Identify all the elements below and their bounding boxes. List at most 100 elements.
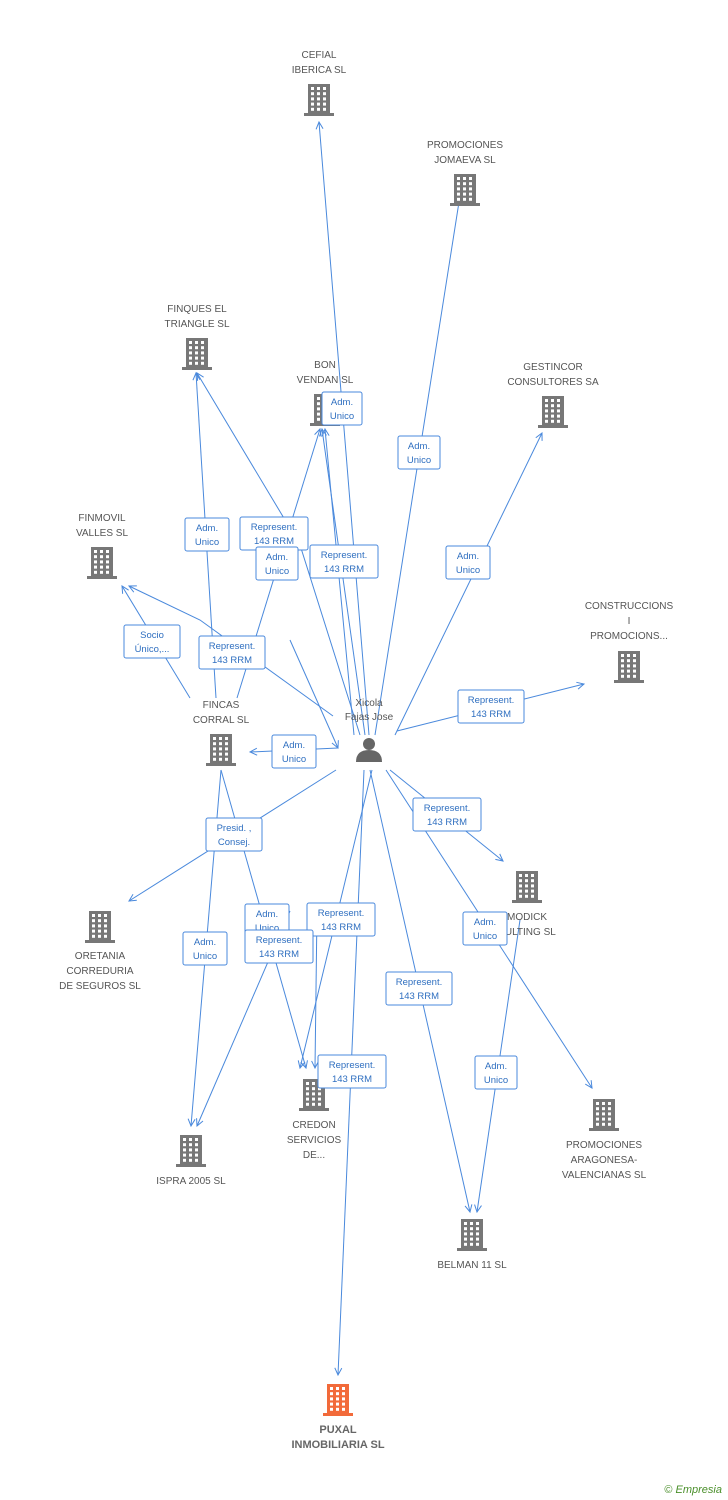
relation-label[interactable]: Adm. Unico — [462, 911, 508, 946]
relation-label[interactable]: Adm.Unico — [182, 931, 228, 966]
building-icon — [87, 547, 117, 579]
company-label: CORRAL SL — [193, 715, 250, 726]
edge-arrow — [585, 1080, 593, 1089]
edge-arrow — [127, 585, 137, 593]
relation-label-text: Adm. — [256, 909, 278, 920]
relation-label-text: Adm. — [194, 937, 216, 948]
company-label: FINMOVIL — [78, 513, 126, 524]
relation-label-text: Unico — [473, 931, 497, 942]
relation-label[interactable]: Adm. Unico — [184, 517, 230, 552]
edge-arrow — [321, 427, 330, 437]
relation-label-text: Único,... — [135, 644, 170, 655]
company-node-modick[interactable]: MODICK SULTING SL — [498, 871, 556, 938]
company-node-finmovil[interactable]: FINMOVIL VALLES SL — [76, 513, 129, 579]
building-icon — [176, 1135, 206, 1167]
relation-label[interactable]: Represent. 143 RRM — [244, 929, 314, 964]
relation-label-text: Adm. — [485, 1061, 507, 1072]
company-label: CONSULTORES SA — [507, 377, 599, 388]
edge-line — [394, 432, 543, 736]
relation-label[interactable]: Represent.143 RRM — [385, 971, 453, 1006]
building-icon — [206, 734, 236, 766]
relation-label-text: 143 RRM — [399, 991, 439, 1002]
relation-label-text: Represent. — [321, 550, 367, 561]
company-label: SULTING SL — [498, 927, 556, 938]
company-label: PROMOCIONES — [566, 1140, 642, 1151]
relation-label[interactable]: Adm.Unico — [445, 545, 491, 580]
relation-label[interactable]: Adm.Unico — [244, 903, 290, 938]
relation-label[interactable]: Represent.143 RRM — [306, 902, 376, 937]
company-node-construccions[interactable]: CONSTRUCCIONSIPROMOCIONS... — [585, 601, 674, 683]
edge-arrow — [128, 894, 137, 902]
edge-labels-layer: Adm.UnicoAdm.UnicoAdm.UnicoRepresent.143… — [123, 391, 525, 1090]
company-label: VALLES SL — [76, 528, 129, 539]
building-icon — [323, 1384, 353, 1416]
company-label: GESTINCOR — [523, 362, 582, 373]
relation-label-text: Adm. — [283, 740, 305, 751]
company-node-belman[interactable]: BELMAN 11 SL — [437, 1219, 507, 1271]
relation-label[interactable]: Adm.Unico — [474, 1055, 518, 1090]
edge-line — [324, 428, 355, 736]
relation-label-text: Represent. — [209, 641, 255, 652]
edge-arrow — [248, 747, 258, 756]
relation-label[interactable]: SocioÚnico,... — [123, 624, 181, 659]
relation-label-text: Adm. — [331, 397, 353, 408]
relation-label[interactable]: Represent.143 RRM — [198, 635, 266, 670]
company-node-fincas[interactable]: FINCAS CORRAL SL — [193, 700, 250, 766]
relation-label-text: Unico — [195, 537, 219, 548]
relation-label-text: 143 RRM — [259, 949, 299, 960]
edge-line — [289, 639, 339, 749]
relation-label[interactable]: Represent.143 RRM — [457, 689, 525, 724]
relation-label[interactable]: Adm.Unico — [255, 546, 299, 581]
relation-label-text: Adm. — [474, 917, 496, 928]
company-node-credon[interactable]: CREDONSERVICIOSDE... — [287, 1079, 342, 1161]
footer-brand[interactable]: ©Empresia — [664, 1484, 722, 1496]
company-label: FINCAS — [203, 700, 240, 711]
relation-label[interactable]: Adm.Unico — [271, 734, 317, 769]
relation-label-text: Represent. — [329, 1060, 375, 1071]
edge-arrow — [311, 1060, 320, 1070]
company-node-gestincor[interactable]: GESTINCOR CONSULTORES SA — [507, 362, 599, 428]
relation-label-text: Adm. — [196, 523, 218, 534]
relation-label[interactable]: Represent.143 RRM — [412, 797, 482, 832]
relation-label-text: Presid. , — [217, 823, 252, 834]
company-label: ISPRA 2005 SL — [156, 1176, 226, 1187]
relation-label-text: Adm. — [266, 552, 288, 563]
edge-arrow — [314, 427, 322, 437]
relation-label-text: 143 RRM — [254, 536, 294, 547]
company-label: DE SEGUROS SL — [59, 981, 141, 992]
relation-label[interactable]: Represent. 143 RRM — [309, 544, 379, 579]
company-node-aragonesa[interactable]: PROMOCIONES ARAGONESA- VALENCIANAS SL — [562, 1099, 647, 1181]
company-node-ispra[interactable]: ISPRA 2005 SL — [156, 1135, 226, 1187]
building-icon — [512, 871, 542, 903]
company-label: I — [628, 616, 631, 627]
company-label: MODICK — [507, 912, 547, 923]
relation-label[interactable]: Represent.143 RRM — [239, 516, 309, 551]
company-label: ARAGONESA- — [571, 1155, 638, 1166]
company-label: VALENCIANAS SL — [562, 1170, 647, 1181]
edge-arrow — [300, 1060, 308, 1070]
relation-label[interactable]: Represent.143 RRM — [317, 1054, 387, 1089]
edge-arrow — [334, 1367, 343, 1377]
edge-arrow — [331, 740, 339, 750]
building-icon — [538, 396, 568, 428]
relation-label-text: Socio — [140, 630, 164, 641]
relation-label-text: 143 RRM — [324, 564, 364, 575]
relation-label-text: 143 RRM — [321, 922, 361, 933]
relation-label-text: Adm. — [408, 441, 430, 452]
relation-label[interactable]: Adm.Unico — [397, 435, 441, 470]
relation-label-text: Represent. — [256, 935, 302, 946]
relation-label[interactable]: Adm.Unico — [321, 391, 363, 426]
company-label: CREDON — [292, 1120, 335, 1131]
relation-label[interactable]: Presid. ,Consej. — [205, 817, 263, 852]
edge-arrow — [121, 585, 129, 594]
edge-line — [321, 428, 366, 736]
relation-label-text: Unico — [456, 565, 480, 576]
company-label: PROMOCIONS... — [590, 631, 668, 642]
